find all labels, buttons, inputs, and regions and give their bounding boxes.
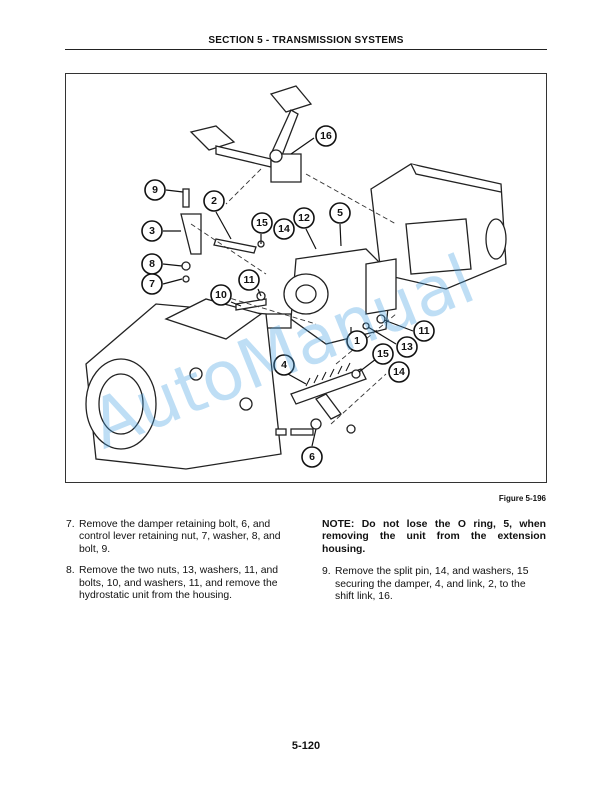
svg-text:7: 7 xyxy=(149,278,155,290)
callout-12: 12 xyxy=(293,207,317,250)
step-text: Remove the two nuts, 13, washers, 11, an… xyxy=(79,565,279,602)
exploded-diagram: 16 9 2 3 15 14 12 5 8 7 11 10 11 13 1 4 … xyxy=(65,73,547,483)
hydrostatic-unit xyxy=(260,248,397,345)
svg-text:11: 11 xyxy=(243,274,254,286)
svg-text:15: 15 xyxy=(256,217,268,229)
diagram-svg: 16 9 2 3 15 14 12 5 8 7 11 10 11 13 1 4 … xyxy=(85,85,507,470)
page-number: 5-120 xyxy=(291,740,321,752)
callout-11-top: 11 xyxy=(238,269,262,297)
section-header: SECTION 5 - TRANSMISSION SYSTEMS xyxy=(208,35,404,46)
assembly-line xyxy=(330,373,387,425)
svg-text:1: 1 xyxy=(354,335,360,347)
svg-text:16: 16 xyxy=(320,130,332,142)
callout-15-lower: 15 xyxy=(358,343,394,373)
step-7: 7. Remove the damper retaining bolt, 6, … xyxy=(66,519,288,556)
callout-7: 7 xyxy=(141,273,183,295)
callout-3: 3 xyxy=(141,220,181,242)
assembly-line xyxy=(215,293,317,325)
left-column: 7. Remove the damper retaining bolt, 6, … xyxy=(66,519,288,611)
svg-text:15: 15 xyxy=(377,348,389,360)
svg-text:6: 6 xyxy=(309,451,315,463)
pedal-assembly xyxy=(189,85,313,183)
callout-1: 1 xyxy=(346,327,368,352)
transmission-housing xyxy=(85,298,282,470)
callout-16: 16 xyxy=(290,125,337,155)
step-text: Remove the split pin, 14, and washers, 1… xyxy=(335,566,529,603)
fasteners xyxy=(180,188,386,436)
assembly-line xyxy=(335,313,397,365)
assembly-line xyxy=(225,168,262,205)
callout-4: 4 xyxy=(273,354,307,385)
callout-13: 13 xyxy=(367,326,418,358)
svg-text:2: 2 xyxy=(211,195,217,207)
damper xyxy=(290,362,367,420)
callout-8: 8 xyxy=(141,253,183,275)
svg-text:3: 3 xyxy=(149,225,155,237)
svg-text:4: 4 xyxy=(281,359,287,371)
callout-9: 9 xyxy=(144,179,184,201)
assembly-line xyxy=(190,223,267,275)
callout-5: 5 xyxy=(329,202,351,247)
right-column: NOTE: Do not lose the O ring, 5, when re… xyxy=(322,519,546,612)
step-8: 8. Remove the two nuts, 13, washers, 11,… xyxy=(66,565,288,602)
o-ring-note: NOTE: Do not lose the O ring, 5, when re… xyxy=(322,519,546,555)
callout-2: 2 xyxy=(203,190,232,240)
figure-caption: Figure 5-196 xyxy=(498,494,546,503)
svg-text:9: 9 xyxy=(152,184,158,196)
svg-text:8: 8 xyxy=(149,258,155,270)
step-number: 9. xyxy=(322,566,331,578)
extension-housing xyxy=(370,163,507,290)
callout-15: 15 xyxy=(251,212,273,244)
svg-text:5: 5 xyxy=(337,207,343,219)
step-number: 8. xyxy=(66,565,75,577)
callout-14-lower: 14 xyxy=(388,361,410,383)
callout-10: 10 xyxy=(210,284,242,307)
step-number: 7. xyxy=(66,519,75,530)
svg-text:14: 14 xyxy=(278,223,290,235)
step-9: 9. Remove the split pin, 14, and washers… xyxy=(322,566,546,603)
svg-text:11: 11 xyxy=(418,325,429,337)
callout-14: 14 xyxy=(273,218,295,240)
svg-text:10: 10 xyxy=(215,289,227,301)
callout-11-right: 11 xyxy=(383,319,435,342)
svg-text:12: 12 xyxy=(298,212,310,224)
step-text: Remove the damper retaining bolt, 6, and… xyxy=(79,519,281,555)
callout-6: 6 xyxy=(301,428,323,468)
header-rule xyxy=(65,49,547,50)
svg-text:14: 14 xyxy=(393,366,405,378)
svg-text:13: 13 xyxy=(401,341,413,353)
assembly-line xyxy=(305,173,397,225)
